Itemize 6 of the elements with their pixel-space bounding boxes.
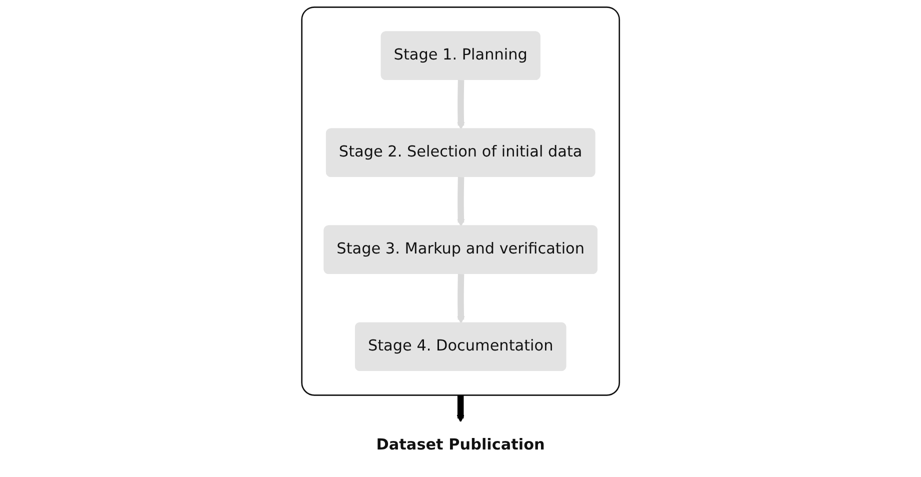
node-text: Dataset Publication [376, 436, 545, 454]
cluster [301, 6, 620, 396]
arrow [456, 274, 465, 324]
arrow [456, 80, 465, 130]
arrow [456, 176, 465, 227]
arrow [456, 394, 464, 422]
